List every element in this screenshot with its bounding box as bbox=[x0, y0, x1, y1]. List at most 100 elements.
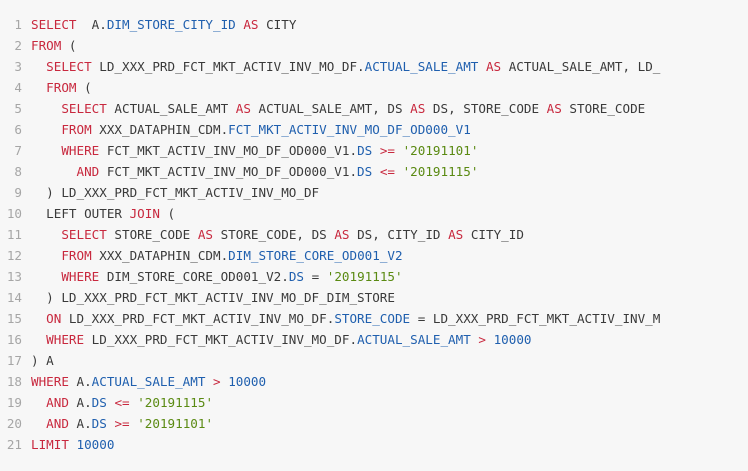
code-token: DIM_STORE_CORE_OD001_V2. bbox=[99, 269, 289, 284]
code-token: LEFT OUTER bbox=[31, 206, 130, 221]
code-token: LD_XXX_PRD_FCT_MKT_ACTIV_INV_MO_DF. bbox=[91, 59, 365, 74]
code-text[interactable]: SELECT STORE_CODE AS STORE_CODE, DS AS D… bbox=[31, 227, 524, 242]
code-text[interactable]: WHERE LD_XXX_PRD_FCT_MKT_ACTIV_INV_MO_DF… bbox=[31, 332, 531, 347]
code-token: FROM bbox=[31, 38, 62, 53]
code-text[interactable]: ) LD_XXX_PRD_FCT_MKT_ACTIV_INV_MO_DF_DIM… bbox=[31, 290, 395, 305]
code-text[interactable]: ) LD_XXX_PRD_FCT_MKT_ACTIV_INV_MO_DF bbox=[31, 185, 319, 200]
code-line[interactable]: 3 SELECT LD_XXX_PRD_FCT_MKT_ACTIV_INV_MO… bbox=[0, 56, 748, 77]
code-token bbox=[486, 332, 494, 347]
code-token: 10000 bbox=[76, 437, 115, 452]
line-number: 16 bbox=[6, 332, 22, 347]
code-token bbox=[31, 269, 61, 284]
code-line[interactable]: 7 WHERE FCT_MKT_ACTIV_INV_MO_DF_OD000_V1… bbox=[0, 140, 748, 161]
code-token: JOIN bbox=[129, 206, 160, 221]
code-line[interactable]: 20 AND A.DS >= '20191101' bbox=[0, 413, 748, 434]
code-line[interactable]: 8 AND FCT_MKT_ACTIV_INV_MO_DF_OD000_V1.D… bbox=[0, 161, 748, 182]
code-token: A. bbox=[68, 395, 92, 410]
code-token bbox=[31, 101, 61, 116]
line-number: 12 bbox=[6, 248, 22, 263]
code-text[interactable]: FROM XXX_DATAPHIN_CDM.DIM_STORE_CORE_OD0… bbox=[31, 248, 402, 263]
code-line[interactable]: 17) A bbox=[0, 350, 748, 371]
code-text[interactable]: ON LD_XXX_PRD_FCT_MKT_ACTIV_INV_MO_DF.ST… bbox=[31, 311, 660, 326]
code-text[interactable]: WHERE FCT_MKT_ACTIV_INV_MO_DF_OD000_V1.D… bbox=[31, 143, 478, 158]
code-text[interactable]: AND A.DS <= '20191115' bbox=[31, 395, 213, 410]
code-line[interactable]: 11 SELECT STORE_CODE AS STORE_CODE, DS A… bbox=[0, 224, 748, 245]
code-text[interactable]: SELECT ACTUAL_SALE_AMT AS ACTUAL_SALE_AM… bbox=[31, 101, 645, 116]
code-token: '20191101' bbox=[402, 143, 479, 158]
code-line[interactable]: 2 FROM ( bbox=[0, 35, 748, 56]
line-number: 19 bbox=[6, 395, 22, 410]
code-token: DS, STORE_CODE bbox=[425, 101, 547, 116]
code-line[interactable]: 6 FROM XXX_DATAPHIN_CDM.FCT_MKT_ACTIV_IN… bbox=[0, 119, 748, 140]
code-token: SELECT bbox=[61, 101, 107, 116]
code-line[interactable]: 19 AND A.DS <= '20191115' bbox=[0, 392, 748, 413]
line-number: 4 bbox=[14, 80, 22, 95]
code-line[interactable]: 12 FROM XXX_DATAPHIN_CDM.DIM_STORE_CORE_… bbox=[0, 245, 748, 266]
code-token: DS bbox=[357, 164, 373, 179]
code-token: A. bbox=[76, 17, 107, 32]
line-number: 10 bbox=[6, 206, 22, 221]
code-token: FCT_MKT_ACTIV_INV_MO_DF_OD000_V1. bbox=[99, 143, 358, 158]
code-token bbox=[395, 143, 403, 158]
code-line[interactable]: 14 ) LD_XXX_PRD_FCT_MKT_ACTIV_INV_MO_DF_… bbox=[0, 287, 748, 308]
code-text[interactable]: AND A.DS >= '20191101' bbox=[31, 416, 213, 431]
code-token bbox=[372, 164, 380, 179]
code-token: CITY_ID bbox=[463, 227, 524, 242]
code-line[interactable]: 4 FROM ( bbox=[0, 77, 748, 98]
code-text[interactable]: LIMIT 10000 bbox=[31, 437, 114, 452]
code-text[interactable]: LEFT OUTER JOIN ( bbox=[31, 206, 175, 221]
code-line[interactable]: 5 SELECT ACTUAL_SALE_AMT AS ACTUAL_SALE_… bbox=[0, 98, 748, 119]
code-line[interactable]: 15 ON LD_XXX_PRD_FCT_MKT_ACTIV_INV_MO_DF… bbox=[0, 308, 748, 329]
code-token: AND bbox=[46, 395, 69, 410]
code-token bbox=[31, 227, 61, 242]
code-text[interactable]: FROM ( bbox=[31, 80, 92, 95]
line-number: 6 bbox=[14, 122, 22, 137]
code-token bbox=[31, 311, 46, 326]
code-text[interactable]: SELECT LD_XXX_PRD_FCT_MKT_ACTIV_INV_MO_D… bbox=[31, 59, 660, 74]
code-token: 10000 bbox=[228, 374, 267, 389]
code-text[interactable]: FROM XXX_DATAPHIN_CDM.FCT_MKT_ACTIV_INV_… bbox=[31, 122, 470, 137]
code-line[interactable]: 9 ) LD_XXX_PRD_FCT_MKT_ACTIV_INV_MO_DF bbox=[0, 182, 748, 203]
code-token bbox=[31, 122, 61, 137]
code-line[interactable]: 10 LEFT OUTER JOIN ( bbox=[0, 203, 748, 224]
code-token: FROM bbox=[46, 80, 77, 95]
code-token: ACTUAL_SALE_AMT bbox=[364, 59, 479, 74]
code-token: XXX_DATAPHIN_CDM. bbox=[91, 122, 229, 137]
code-line[interactable]: 13 WHERE DIM_STORE_CORE_OD001_V2.DS = '2… bbox=[0, 266, 748, 287]
code-text[interactable]: ) A bbox=[31, 353, 54, 368]
code-token: ( bbox=[159, 206, 176, 221]
code-token: '20191115' bbox=[137, 395, 214, 410]
code-token: AS bbox=[197, 227, 214, 242]
code-token: ) LD_XXX_PRD_FCT_MKT_ACTIV_INV_MO_DF_DIM… bbox=[31, 290, 395, 305]
line-number: 5 bbox=[14, 101, 22, 116]
code-token: ON bbox=[46, 311, 62, 326]
code-token: STORE_CODE bbox=[106, 227, 198, 242]
code-token: ) LD_XXX_PRD_FCT_MKT_ACTIV_INV_MO_DF bbox=[31, 185, 320, 200]
code-token bbox=[31, 395, 46, 410]
code-line[interactable]: 18 WHERE A.ACTUAL_SALE_AMT > 10000 bbox=[0, 371, 748, 392]
code-token: STORE_CODE bbox=[334, 311, 411, 326]
code-token: LD_XXX_PRD_FCT_MKT_ACTIV_INV_MO_DF. bbox=[84, 332, 358, 347]
code-token: STORE_CODE bbox=[561, 101, 646, 116]
code-text[interactable]: WHERE A.ACTUAL_SALE_AMT > 10000 bbox=[31, 374, 266, 389]
code-text[interactable]: WHERE DIM_STORE_CORE_OD001_V2.DS = '2019… bbox=[31, 269, 402, 284]
code-token: ( bbox=[76, 80, 92, 95]
line-number: 2 bbox=[14, 38, 22, 53]
code-token: ACTUAL_SALE_AMT, LD_ bbox=[501, 59, 661, 74]
code-token: FROM bbox=[61, 248, 92, 263]
code-text[interactable]: SELECT A.DIM_STORE_CITY_ID AS CITY bbox=[31, 17, 296, 32]
code-token: ACTUAL_SALE_AMT bbox=[357, 332, 471, 347]
code-line[interactable]: 16 WHERE LD_XXX_PRD_FCT_MKT_ACTIV_INV_MO… bbox=[0, 329, 748, 350]
code-token: DS bbox=[357, 143, 373, 158]
line-number: 18 bbox=[6, 374, 22, 389]
code-token: AS bbox=[243, 17, 259, 32]
line-number: 15 bbox=[6, 311, 22, 326]
code-token: = LD_XXX_PRD_FCT_MKT_ACTIV_INV_M bbox=[410, 311, 661, 326]
code-token: '20191115' bbox=[402, 164, 479, 179]
code-text[interactable]: FROM ( bbox=[31, 38, 77, 53]
code-text[interactable]: AND FCT_MKT_ACTIV_INV_MO_DF_OD000_V1.DS … bbox=[31, 164, 479, 179]
code-token bbox=[31, 416, 46, 431]
